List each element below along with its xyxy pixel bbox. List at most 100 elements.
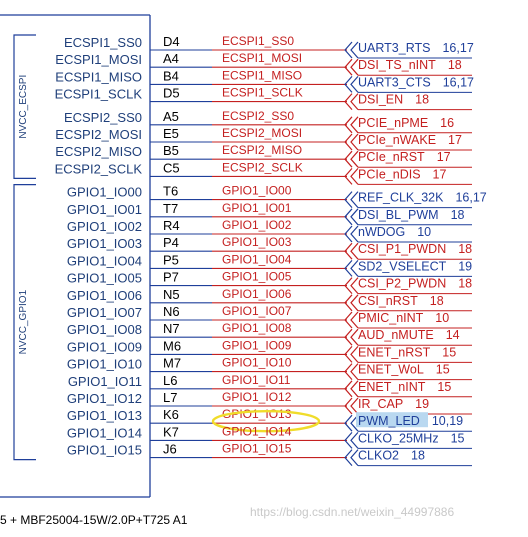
offpage-connector-icon <box>344 41 359 59</box>
offpage-connector-icon <box>344 225 359 243</box>
net-label: ECSPI1_MOSI <box>222 51 302 65</box>
page-ref: 16,17 <box>442 41 473 55</box>
ball-id: A4 <box>163 51 179 66</box>
page-ref: 10 <box>435 311 449 325</box>
port-label: DSI_BL_PWM <box>358 208 439 222</box>
net-label: ECSPI2_MOSI <box>222 126 302 140</box>
page-ref: 17 <box>433 167 447 181</box>
part-number-footer: 5 + MBF25004-15W/2.0P+T725 A1 <box>0 513 188 527</box>
pin-name: GPIO1_IO01 <box>67 202 142 217</box>
net-label: GPIO1_IO08 <box>222 321 292 335</box>
offpage-connector-icon <box>344 168 359 185</box>
page-ref: 10 <box>417 225 431 239</box>
pin-name: ECSPI2_MISO <box>55 144 142 159</box>
ball-id: E5 <box>163 126 179 141</box>
ball-id: R4 <box>163 218 180 233</box>
pin-name: ECSPI2_MOSI <box>55 127 142 142</box>
ball-id: A5 <box>163 109 179 124</box>
ball-id: B4 <box>163 68 179 83</box>
offpage-connector-icon <box>344 311 359 329</box>
group-bracket <box>13 34 36 179</box>
net-label: GPIO1_IO03 <box>222 235 292 249</box>
offpage-connector-icon <box>344 328 359 346</box>
offpage-connector-icon <box>344 363 359 380</box>
ball-id: D5 <box>163 86 180 101</box>
net-label: GPIO1_IO05 <box>222 270 292 284</box>
pin-name: GPIO1_IO13 <box>67 408 142 423</box>
ball-id: T6 <box>163 184 178 199</box>
offpage-connector-icon <box>344 93 359 110</box>
ball-id: C5 <box>163 160 180 175</box>
port-label: ENET_nRST <box>358 345 431 359</box>
net-label: GPIO1_IO00 <box>222 184 292 198</box>
ball-id: P4 <box>163 235 179 250</box>
net-label: GPIO1_IO07 <box>222 304 292 318</box>
ball-id: M6 <box>163 338 181 353</box>
port-highlight-bg <box>356 412 428 428</box>
net-label: GPIO1_IO06 <box>222 287 292 301</box>
ball-id: N7 <box>163 321 180 336</box>
pin-name: GPIO1_IO03 <box>67 236 142 251</box>
page-ref: 10,19 <box>432 414 463 428</box>
pin-name: GPIO1_IO11 <box>68 374 142 389</box>
offpage-connector-icon <box>344 277 359 294</box>
net-label: GPIO1_IO01 <box>222 201 292 215</box>
ball-id: B5 <box>163 143 179 158</box>
page-ref: 16 <box>440 116 454 130</box>
page-ref: 18 <box>411 449 425 463</box>
pin-name: GPIO1_IO12 <box>67 391 142 406</box>
port-label: nWDOG <box>358 225 405 239</box>
pin-name: ECSPI2_SCLK <box>55 161 143 176</box>
pin-name: GPIO1_IO15 <box>67 443 142 458</box>
ball-id: K6 <box>163 407 179 422</box>
page-ref: 18 <box>448 58 462 72</box>
offpage-connector-icon <box>344 260 359 277</box>
ball-id: J6 <box>163 442 177 457</box>
net-label: ECSPI1_SCLK <box>222 86 303 100</box>
port-label: SD2_VSELECT <box>358 259 447 273</box>
page-ref: 19 <box>458 259 472 273</box>
pin-name: GPIO1_IO10 <box>67 357 142 372</box>
offpage-connector-icon <box>344 133 359 151</box>
net-label: GPIO1_IO02 <box>222 218 292 232</box>
net-label: GPIO1_IO11 <box>222 373 291 387</box>
page-ref: 15 <box>442 345 456 359</box>
net-label: GPIO1_IO12 <box>222 390 292 404</box>
ball-id: D4 <box>163 34 180 49</box>
page-ref: 18 <box>458 277 472 291</box>
offpage-connector-icon <box>344 432 359 449</box>
page-ref: 14 <box>446 328 460 342</box>
port-label: PCIe_nWAKE <box>358 133 436 147</box>
offpage-connector-icon <box>344 116 359 134</box>
pin-name: GPIO1_IO06 <box>67 288 142 303</box>
port-label: DSI_EN <box>358 93 403 107</box>
offpage-connector-icon <box>344 76 359 93</box>
offpage-connector-icon <box>344 449 359 466</box>
net-label: ECSPI2_SS0 <box>222 109 294 123</box>
port-label: REF_CLK_32K <box>358 191 444 205</box>
pin-name: GPIO1_IO07 <box>67 305 142 320</box>
page-ref: 15 <box>437 380 451 394</box>
ball-id: N6 <box>163 304 180 319</box>
net-label: GPIO1_IO14 <box>222 424 292 438</box>
port-label: AUD_nMUTE <box>358 328 434 342</box>
port-label: UART3_RTS <box>358 41 430 55</box>
pin-name: ECSPI1_MOSI <box>55 52 142 67</box>
ball-id: K7 <box>163 424 179 439</box>
port-label: CLKO_25MHz <box>358 431 439 445</box>
port-label: CSI_P2_PWDN <box>358 277 446 291</box>
group-bracket <box>13 184 36 461</box>
